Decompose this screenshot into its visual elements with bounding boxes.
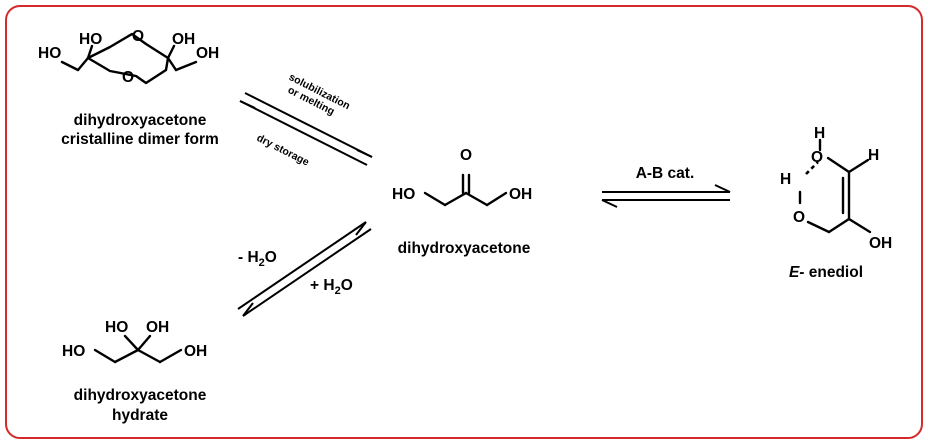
scheme-frame	[5, 5, 923, 439]
dehydration-main: - H	[238, 249, 259, 266]
hydration-tail: O	[341, 277, 353, 294]
tautomer-equilibrium-arrows	[601, 184, 731, 208]
enediol-atom-h-right: H	[868, 147, 879, 164]
dimer-structure: HO HO O O OH OH	[38, 28, 219, 86]
dha-atom-oh: OH	[509, 186, 532, 203]
condition-ab-cat: A-B cat.	[636, 165, 695, 182]
dha-atom-o: O	[460, 147, 472, 164]
dimer-atom-oh-2: OH	[196, 45, 219, 62]
enediol-atom-o-top: O	[811, 149, 823, 166]
dha-atom-ho: HO	[392, 186, 415, 203]
hydrate-atom-ho-top: HO	[105, 319, 128, 336]
hydrate-caption-line-2: hydrate	[112, 407, 168, 424]
condition-hydration: + H2O	[310, 277, 353, 297]
dimer-atom-o-bottom: O	[122, 69, 134, 86]
enediol-caption-italic: E-	[789, 264, 805, 281]
dimer-caption-line-1: dihydroxyacetone	[74, 112, 207, 129]
dimer-atom-ho-1: HO	[38, 45, 61, 62]
hydration-main: + H	[310, 277, 335, 294]
enediol-caption-rest: enediol	[804, 264, 863, 281]
dimer-dha-equilibrium-arrows	[239, 92, 373, 166]
dimer-atom-oh-1: OH	[172, 31, 195, 48]
hydrate-atom-oh-top: OH	[146, 319, 169, 336]
hydrate-atom-oh-right: OH	[184, 343, 207, 360]
hydration-sub: 2	[335, 285, 341, 297]
hydrate-atom-ho-left: HO	[62, 343, 85, 360]
hydrate-structure: HO OH HO OH	[62, 319, 207, 364]
dimer-atom-ho-2: HO	[79, 31, 102, 48]
enediol-structure: H O H H O OH	[780, 125, 892, 252]
condition-dehydration: - H2O	[238, 249, 277, 269]
dha-caption: dihydroxyacetone	[398, 240, 531, 257]
dimer-atom-o-top: O	[132, 28, 144, 45]
dehydration-sub: 2	[259, 257, 265, 269]
dimer-caption-line-2: cristalline dimer form	[61, 131, 219, 148]
hydration-equilibrium-arrows	[237, 221, 372, 317]
hydrate-caption-line-1: dihydroxyacetone	[74, 387, 207, 404]
dha-structure: O HO OH	[392, 147, 532, 207]
enediol-atom-o-bottom: O	[793, 209, 805, 226]
enediol-atom-oh: OH	[869, 235, 892, 252]
enediol-atom-h-top: H	[814, 125, 825, 142]
enediol-caption: E- enediol	[789, 264, 863, 281]
enediol-atom-h-chelate: H	[780, 171, 791, 188]
dehydration-tail: O	[265, 249, 277, 266]
